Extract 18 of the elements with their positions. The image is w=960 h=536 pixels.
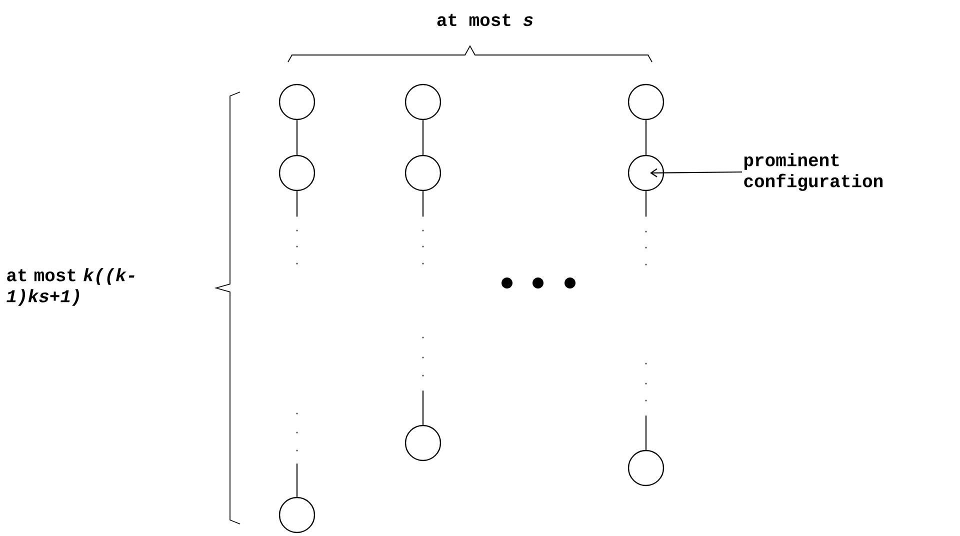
circle-node (628, 154, 664, 192)
circle-node (278, 84, 316, 120)
circle-node (404, 424, 442, 462)
leader-arrow (650, 168, 742, 178)
circle-node (628, 450, 664, 486)
circle-node (628, 84, 664, 120)
circle-node (278, 496, 316, 534)
callout-text: prominent configuration (744, 153, 883, 191)
circle-node (278, 154, 316, 192)
circle-node (404, 84, 442, 120)
connector-line (422, 120, 424, 155)
brace-label: at most k((k-1)ks+1) (6, 268, 134, 306)
connector-line (296, 120, 298, 155)
connector-line (645, 191, 647, 450)
connector-line (422, 191, 424, 425)
connector-line (645, 120, 647, 155)
brace-label: at most s (437, 14, 533, 26)
circle-node (404, 154, 442, 192)
